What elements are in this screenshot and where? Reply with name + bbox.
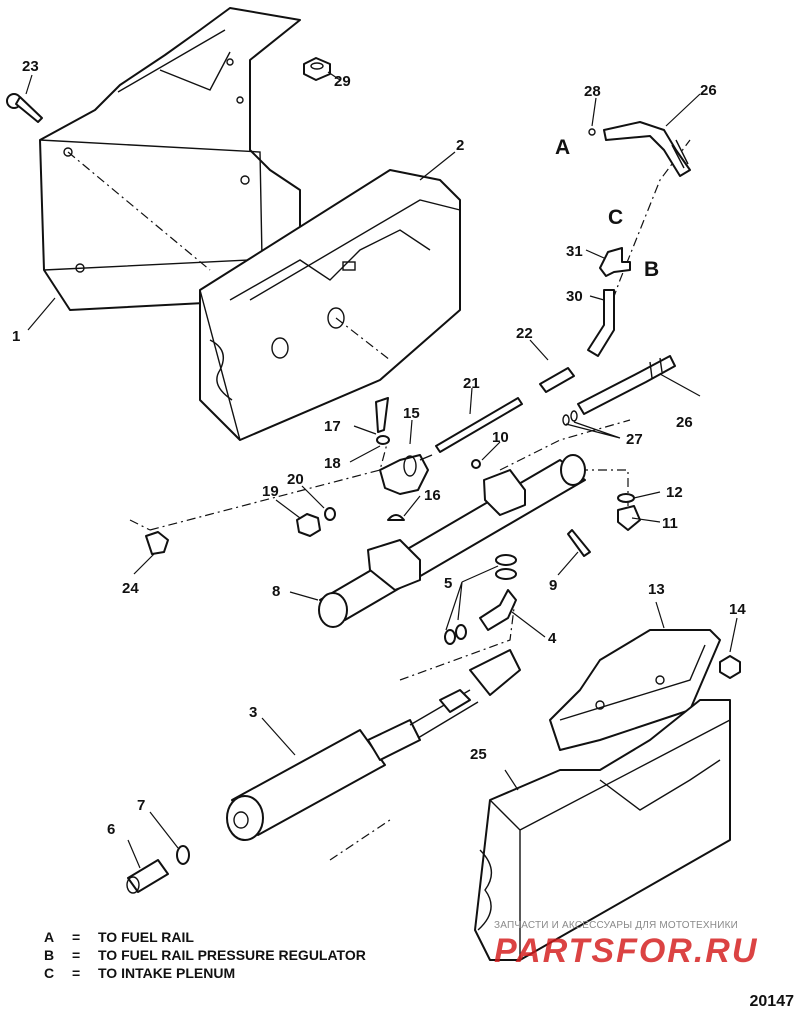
- fuel-tank: [474, 699, 731, 961]
- hose-30: [587, 289, 615, 357]
- legend-key: B: [44, 947, 55, 963]
- callout-10: 10: [492, 429, 509, 446]
- callout-14: 14: [729, 601, 746, 618]
- fitting-11: [617, 505, 641, 531]
- legend-key: A: [44, 929, 55, 945]
- legend-text: TO FUEL RAIL: [98, 929, 194, 945]
- screw-10: [471, 459, 481, 469]
- watermark-tagline: ЗАПЧАСТИ И АКСЕССУАРЫ ДЛЯ МОТОТЕХНИКИ: [494, 920, 739, 931]
- callout-3: 3: [249, 704, 257, 721]
- callout-24: 24: [122, 580, 139, 597]
- callout-17: 17: [324, 418, 341, 435]
- leader-lines: [25, 71, 738, 869]
- fitting-6: [126, 859, 169, 894]
- callout-9: 9: [549, 577, 557, 594]
- pressure-regulator-15: [379, 454, 433, 495]
- document-number: 20147: [749, 993, 795, 1010]
- screw-17: [375, 397, 389, 433]
- callout-7: 7: [137, 797, 145, 814]
- fuel-line-26-lower: [577, 355, 676, 415]
- legend-text: TO FUEL RAIL PRESSURE REGULATOR: [98, 947, 366, 963]
- flow-letter-b: B: [644, 258, 659, 281]
- fuel-pump: [226, 649, 521, 841]
- callout-15: 15: [403, 405, 420, 422]
- o-ring-28: [588, 128, 596, 136]
- clamps-27: [562, 410, 578, 426]
- callout-20: 20: [287, 471, 304, 488]
- legend-row-a: A = TO FUEL RAIL: [44, 928, 366, 946]
- tee-fitting-31: [599, 247, 631, 277]
- nut-29: [303, 57, 331, 81]
- legend-row-c: C = TO INTAKE PLENUM: [44, 964, 366, 982]
- callout-13: 13: [648, 581, 665, 598]
- flow-letter-c: C: [608, 206, 623, 229]
- clip-16: [387, 514, 405, 521]
- callout-26-lower: 26: [676, 414, 693, 431]
- o-rings-5: [444, 554, 517, 645]
- fuel-cooler-housing: [199, 169, 461, 441]
- tube-21: [435, 397, 523, 453]
- elbow-fitting-4: [479, 589, 517, 631]
- callout-6: 6: [107, 821, 115, 838]
- screw-23: [6, 93, 43, 123]
- callout-labels: 1 2 3 4 5 6 7 8 9 10 11 12 13 14 15 16 1…: [12, 58, 746, 838]
- callout-21: 21: [463, 375, 480, 392]
- legend-text: TO INTAKE PLENUM: [98, 965, 236, 981]
- fuel-line-26-upper: [603, 121, 691, 177]
- callout-31: 31: [566, 243, 583, 260]
- legend-row-b: B = TO FUEL RAIL PRESSURE REGULATOR: [44, 946, 366, 964]
- callout-27: 27: [626, 431, 643, 448]
- flow-letter-a: A: [555, 136, 570, 159]
- legend-equals: =: [72, 929, 81, 945]
- washer-20: [324, 507, 336, 521]
- callout-30: 30: [566, 288, 583, 305]
- callout-8: 8: [272, 583, 280, 600]
- legend: A = TO FUEL RAIL B = TO FUEL RAIL PRESSU…: [44, 928, 366, 982]
- washer-7: [176, 845, 190, 865]
- o-ring-12: [617, 493, 635, 503]
- fitting-22: [539, 367, 575, 393]
- callout-1: 1: [12, 328, 20, 345]
- callout-19: 19: [262, 483, 279, 500]
- fuel-rail-tube: [318, 454, 586, 628]
- callout-22: 22: [516, 325, 533, 342]
- callout-4: 4: [548, 630, 557, 647]
- tank-bracket: [549, 629, 721, 751]
- callout-25: 25: [470, 746, 487, 763]
- flow-letters: A B C: [555, 136, 659, 281]
- callout-2: 2: [456, 137, 464, 154]
- callout-5: 5: [444, 575, 452, 592]
- legend-key: C: [44, 965, 55, 981]
- callout-29: 29: [334, 73, 351, 90]
- callout-12: 12: [666, 484, 683, 501]
- nut-14: [719, 655, 741, 679]
- legend-equals: =: [72, 965, 81, 981]
- callout-28: 28: [584, 83, 601, 100]
- callout-23: 23: [22, 58, 39, 75]
- washer-18: [376, 435, 390, 445]
- callout-11: 11: [662, 515, 678, 532]
- callout-16: 16: [424, 487, 441, 504]
- screw-9: [567, 529, 591, 557]
- watermark-brand: PARTSFOR.RU: [494, 932, 759, 970]
- callout-26-upper: 26: [700, 82, 717, 99]
- screw-24: [145, 531, 169, 555]
- nut-19: [296, 513, 321, 537]
- callout-18: 18: [324, 455, 341, 472]
- legend-equals: =: [72, 947, 81, 963]
